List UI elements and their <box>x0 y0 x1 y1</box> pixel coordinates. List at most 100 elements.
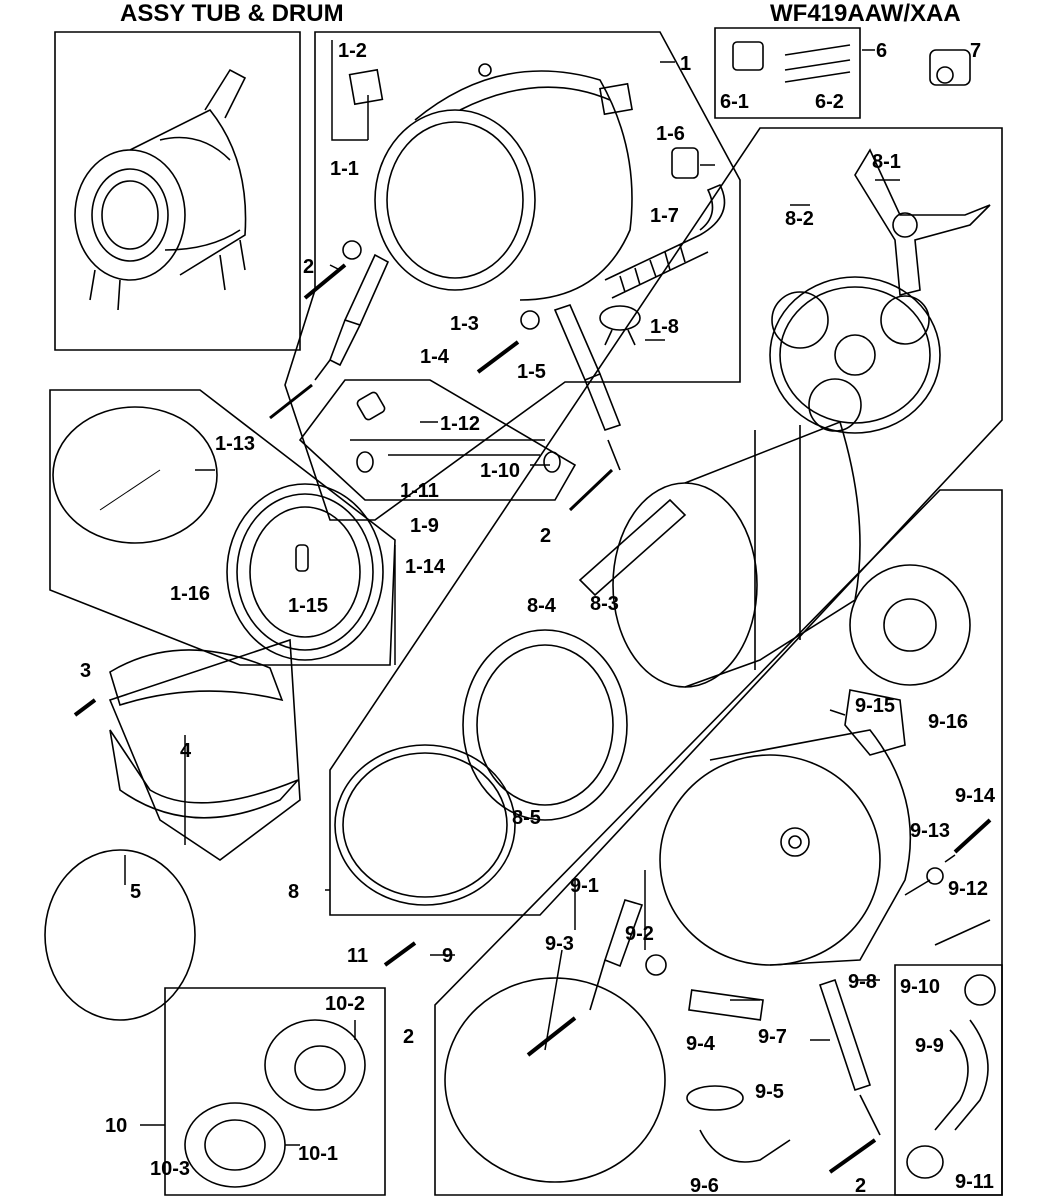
callout-11: 11 <box>347 945 368 967</box>
callout-9-11: 9-11 <box>955 1171 994 1193</box>
cover-9-16 <box>849 564 971 686</box>
washer-1-3 <box>520 310 540 330</box>
motor-rotor-10-2 <box>264 1019 366 1111</box>
callout-6: 6 <box>876 40 887 62</box>
front-ring-1-14 <box>226 483 384 661</box>
part-1-6 <box>671 147 699 179</box>
parts-1-10-1-12 <box>350 391 561 473</box>
gasket-1-13 <box>52 406 218 544</box>
callout-1-13: 1-13 <box>215 433 255 455</box>
tub-bracket-image <box>599 82 633 116</box>
group-10-outline <box>164 987 386 1196</box>
bolt-1-4 <box>476 340 520 374</box>
motor-stator-10-1 <box>184 1102 286 1188</box>
callout-9-5: 9-5 <box>755 1081 784 1103</box>
part-7 <box>929 49 971 86</box>
callout-1-6: 1-6 <box>656 123 685 145</box>
callout-1-5: 1-5 <box>517 361 546 383</box>
callout-8: 8 <box>288 881 299 903</box>
callout-9-7: 9-7 <box>758 1026 787 1048</box>
washer-9-2 <box>645 954 667 976</box>
callout-1-12: 1-12 <box>440 413 480 435</box>
damper-1-5 <box>553 304 622 512</box>
lifter-8-3 <box>578 498 687 597</box>
callout-1-10: 1-10 <box>480 460 520 482</box>
callout-2-top: 2 <box>303 256 314 278</box>
bolt-2-bottom <box>828 1138 877 1174</box>
part-9-12 <box>934 919 991 946</box>
callout-9-3: 9-3 <box>545 933 574 955</box>
ring-5 <box>44 849 196 1021</box>
callout-9-15: 9-15 <box>855 695 895 717</box>
callout-1-11: 1-11 <box>400 480 439 502</box>
inner-drum-image <box>612 420 861 688</box>
callout-9-12: 9-12 <box>948 878 988 900</box>
callout-9-8: 9-8 <box>848 971 877 993</box>
callout-9-6: 9-6 <box>690 1175 719 1197</box>
drum-front-ring-image <box>462 629 628 821</box>
callout-1-7: 1-7 <box>650 205 679 227</box>
bolt-2-top <box>303 263 347 300</box>
damper-9-1 <box>589 899 644 1011</box>
group-4-outline <box>108 638 301 861</box>
rear-tub-image <box>659 729 912 966</box>
callout-3: 3 <box>80 660 91 682</box>
spider-arm-8-1 <box>854 148 991 297</box>
callout-1: 1 <box>680 53 691 75</box>
part-1-15 <box>295 544 309 572</box>
callout-9-1: 9-1 <box>570 875 599 897</box>
callout-1-16: 1-16 <box>170 583 210 605</box>
callout-9-13: 9-13 <box>910 820 950 842</box>
callout-9-4: 9-4 <box>686 1033 716 1055</box>
group-6-outline <box>714 27 861 119</box>
assembled-tub-image <box>74 68 247 311</box>
bolt-3 <box>73 698 97 717</box>
group-8-outline <box>329 127 1003 916</box>
damper-bracket-1-2 <box>348 68 384 106</box>
group-9-outline <box>434 489 1003 1196</box>
callout-9-9: 9-9 <box>915 1035 944 1057</box>
callout-5: 5 <box>130 881 141 903</box>
callout-1-14: 1-14 <box>405 556 446 578</box>
leader-lines <box>124 40 956 1146</box>
callout-8-3: 8-3 <box>590 593 619 615</box>
callout-10-3: 10-3 <box>150 1158 190 1180</box>
clamp-9-5 <box>686 1085 744 1111</box>
bolt-2-lower-left <box>526 1016 577 1057</box>
part-9-4 <box>688 989 764 1021</box>
diagram-title: ASSY TUB & DRUM <box>120 0 344 27</box>
callout-9-16: 9-16 <box>928 711 968 733</box>
callout-9-10: 9-10 <box>900 976 940 998</box>
hose-9-6 <box>699 1129 791 1163</box>
callout-6-1: 6-1 <box>720 91 749 113</box>
callout-1-15: 1-15 <box>288 595 328 617</box>
part-6-1 <box>732 41 764 71</box>
callout-2-bottom: 2 <box>855 1175 866 1197</box>
callout-1-9: 1-9 <box>410 515 439 537</box>
callout-1-3: 1-3 <box>450 313 479 335</box>
callout-1-4: 1-4 <box>420 346 450 368</box>
callout-10-2: 10-2 <box>325 993 365 1015</box>
hose-9-9 <box>934 1019 989 1131</box>
washer-top <box>342 240 362 260</box>
callout-8-4: 8-4 <box>527 595 557 617</box>
weight-4 <box>109 649 299 819</box>
callout-8-2: 8-2 <box>785 208 814 230</box>
group-1-outline <box>284 31 741 521</box>
group-1-13-outline <box>49 389 396 666</box>
callout-1-1: 1-1 <box>330 158 359 180</box>
part-9-11 <box>906 1145 944 1179</box>
model-number: WF419AAW/XAA <box>770 0 961 27</box>
callout-1-8: 1-8 <box>650 316 679 338</box>
heater-6-2 <box>784 44 851 83</box>
bolt-9-14 <box>953 818 992 854</box>
gasket-8-5 <box>334 744 516 906</box>
clamp-1-8 <box>599 305 641 346</box>
inset-assembly-box <box>54 31 301 351</box>
callout-1-2: 1-2 <box>338 40 367 62</box>
callout-9-2: 9-2 <box>625 923 654 945</box>
callout-2-lower: 2 <box>403 1026 414 1048</box>
part-9-15 <box>844 689 906 756</box>
callout-2-mid: 2 <box>540 525 551 547</box>
